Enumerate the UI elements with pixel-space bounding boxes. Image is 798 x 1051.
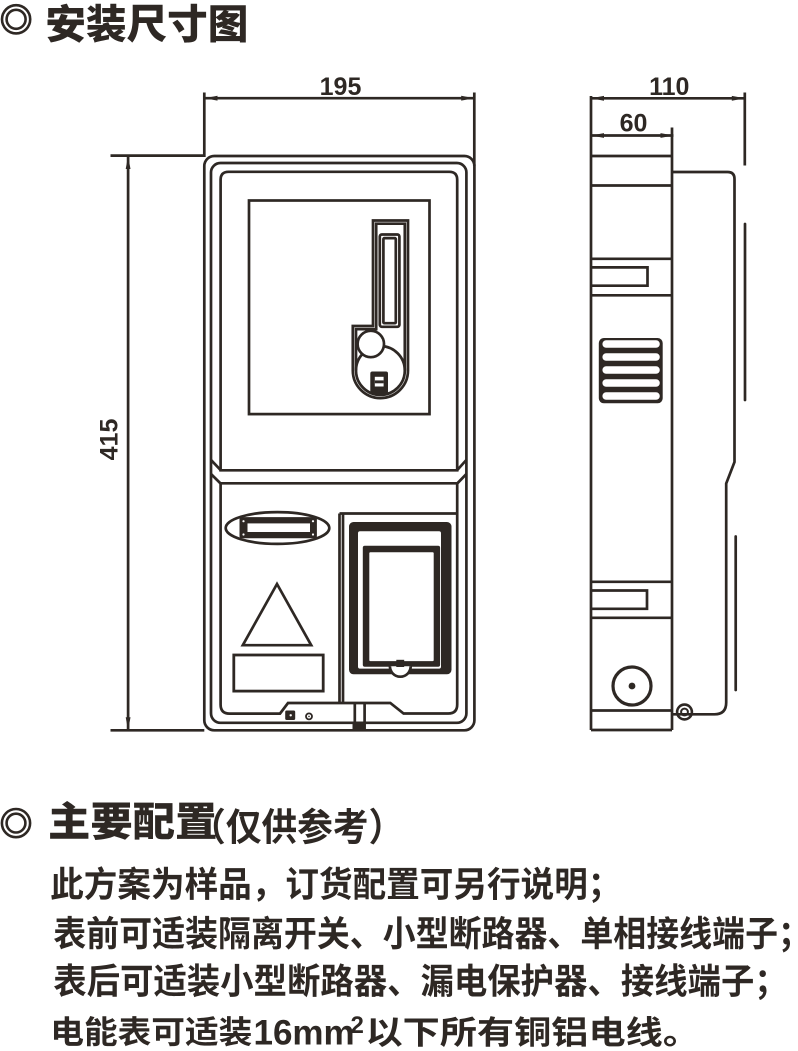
svg-text:2: 2 — [351, 1012, 364, 1039]
svg-text:110: 110 — [649, 73, 689, 101]
svg-text:16mm: 16mm — [254, 1014, 355, 1051]
svg-text:415: 415 — [96, 419, 124, 461]
svg-text:60: 60 — [620, 109, 648, 137]
svg-text:195: 195 — [320, 73, 362, 101]
